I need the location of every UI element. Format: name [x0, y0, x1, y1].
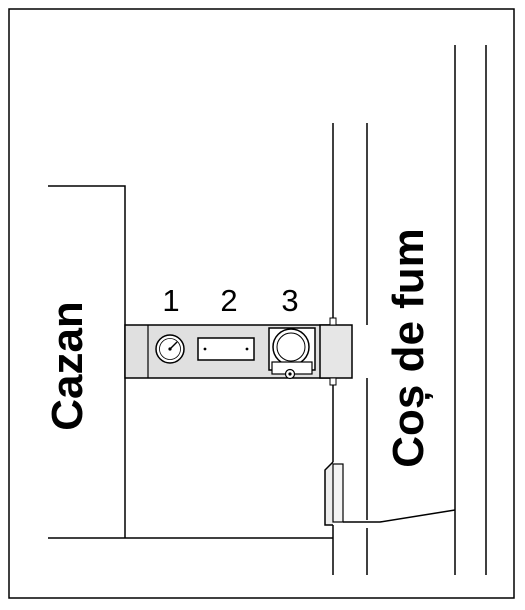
- sleeve-collar: [329, 317, 337, 326]
- chimney-sleeve: [319, 324, 353, 379]
- chimney-base-slope: [343, 509, 456, 523]
- component-number-2: 2: [220, 283, 237, 318]
- sleeve-collar-bottom: [329, 377, 337, 386]
- boiler-label: Cazan: [43, 301, 92, 431]
- gauge-icon: [155, 334, 185, 364]
- component-number-3: 3: [281, 283, 298, 318]
- draught-regulator-icon: [268, 327, 316, 380]
- rectangular-flap-icon: [197, 337, 255, 361]
- cleaning-door-frame: [332, 463, 344, 523]
- cleaning-door: [324, 461, 334, 526]
- diagram-frame: [8, 8, 515, 599]
- chimney-label: Coș de fum: [384, 228, 433, 468]
- boiler-outline: [48, 185, 126, 538]
- component-number-1: 1: [162, 283, 179, 318]
